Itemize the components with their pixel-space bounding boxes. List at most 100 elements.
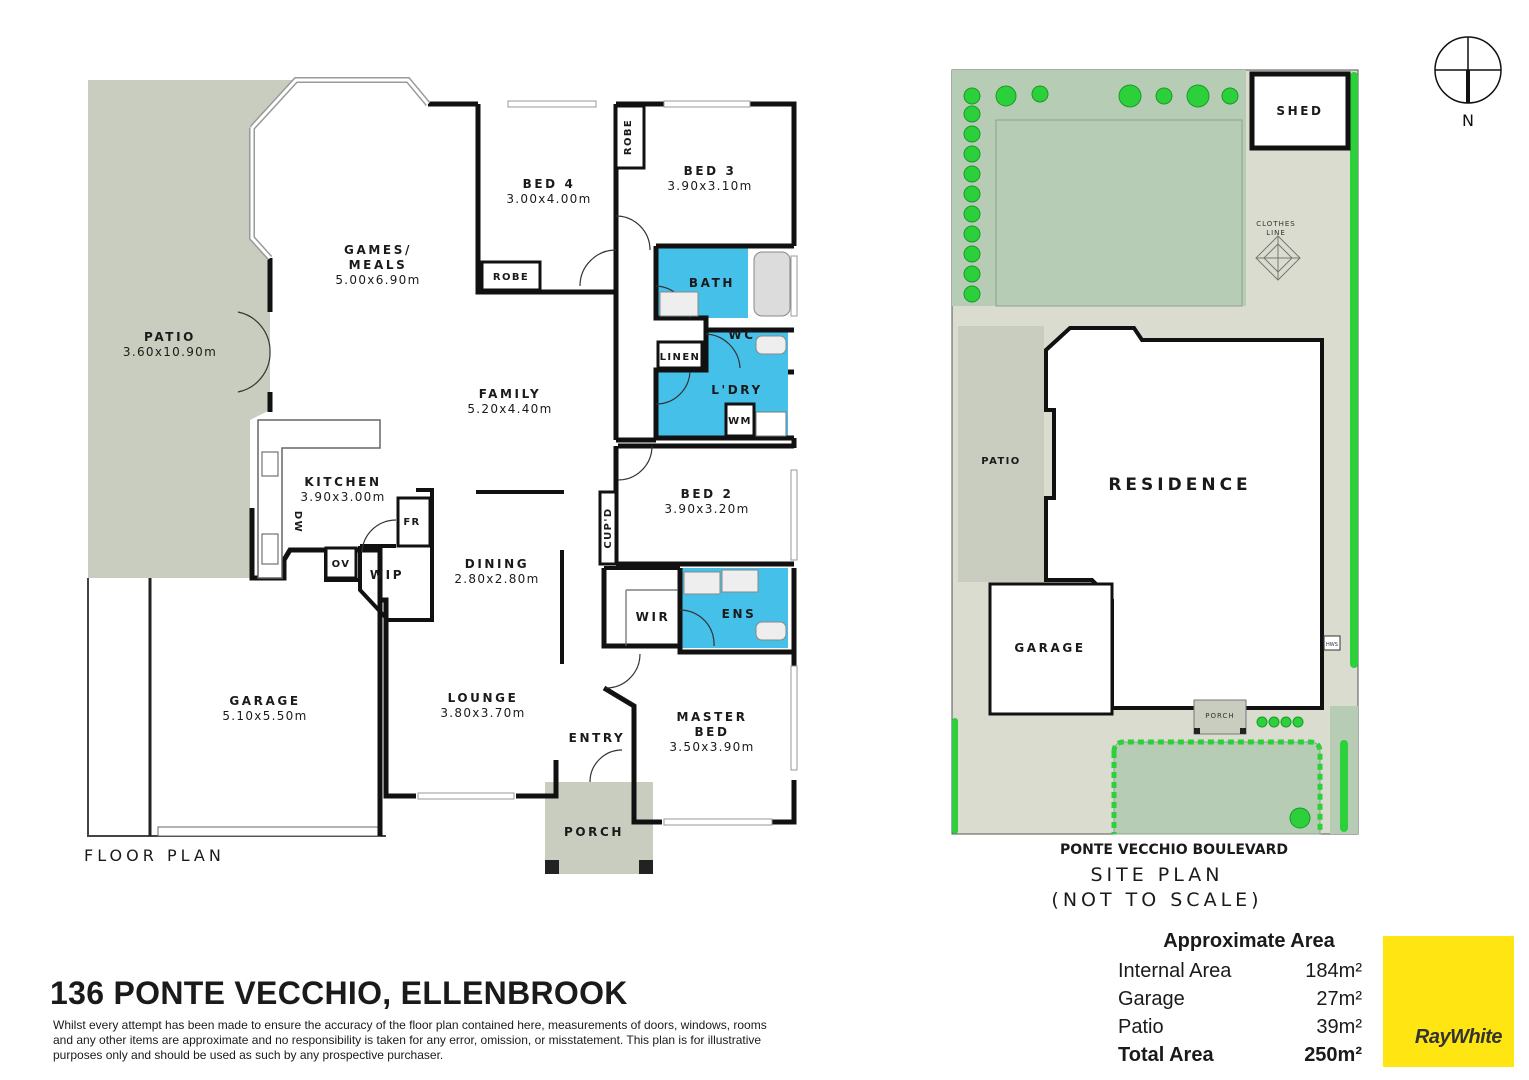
street-name: PONTE VECCHIO BOULEVARD bbox=[1060, 842, 1288, 858]
toilet-icon bbox=[755, 335, 787, 355]
porch-post bbox=[639, 860, 653, 874]
area-value: 184m² bbox=[1305, 960, 1362, 982]
room-label: GAMES/ bbox=[344, 243, 412, 257]
floor-plan-title: FLOOR PLAN bbox=[84, 846, 225, 865]
garden-edge-hedge bbox=[1111, 739, 1323, 834]
vanity-icon bbox=[721, 569, 759, 593]
area-row: Garage 27m² bbox=[1112, 985, 1362, 1013]
residence-label: RESIDENCE bbox=[1108, 475, 1251, 495]
site-patio bbox=[958, 326, 1044, 582]
bath-label: BATH bbox=[689, 276, 735, 290]
storage-boxes bbox=[324, 104, 756, 580]
site-porch bbox=[1193, 699, 1247, 735]
area-label: Patio bbox=[1118, 1016, 1164, 1038]
room-size: 3.90x3.00m bbox=[300, 490, 385, 504]
raywhite-logo: RayWhite bbox=[1383, 936, 1514, 1067]
room-label: MEALS bbox=[349, 258, 408, 272]
north-arrow-icon: N bbox=[1434, 36, 1502, 130]
cooktop-icon bbox=[261, 533, 279, 565]
front-garden bbox=[1113, 741, 1321, 835]
room-size: 3.00x4.00m bbox=[506, 192, 591, 206]
laundry-label: L'DRY bbox=[711, 383, 763, 397]
ensuite-label: ENS bbox=[722, 607, 757, 621]
fridge-label: FR bbox=[403, 517, 420, 528]
area-label: Garage bbox=[1118, 988, 1185, 1010]
room-label: LOUNGE bbox=[448, 691, 519, 705]
porch-label: PORCH bbox=[564, 825, 624, 839]
room-label: KITCHEN bbox=[304, 475, 381, 489]
doors bbox=[237, 215, 741, 783]
site-garage bbox=[988, 582, 1114, 716]
porch-post bbox=[545, 860, 559, 874]
hws-box bbox=[1323, 635, 1341, 651]
site-plan-subtitle: (NOT TO SCALE) bbox=[1051, 889, 1262, 911]
room-size: 3.50x3.90m bbox=[669, 740, 754, 754]
room-label: BED 4 bbox=[523, 177, 576, 191]
room-label: PATIO bbox=[144, 330, 196, 344]
pantry-label: WIP bbox=[370, 568, 404, 582]
floor-plan: PATIO 3.60x10.90m GAMES/ MEALS 5.00x6.90… bbox=[84, 77, 798, 874]
site-plan-title: SITE PLAN bbox=[1090, 864, 1223, 886]
area-label: Internal Area bbox=[1118, 960, 1232, 982]
room-size: 5.20x4.40m bbox=[467, 402, 552, 416]
bathtub-icon bbox=[753, 251, 791, 317]
area-summary: Approximate Area Internal Area 184m² Gar… bbox=[1112, 930, 1362, 1069]
room-label: BED 3 bbox=[684, 164, 737, 178]
lawn-inner bbox=[995, 119, 1243, 307]
disclaimer-text: Whilst every attempt has been made to en… bbox=[53, 1018, 767, 1062]
room-label: FAMILY bbox=[479, 387, 542, 401]
area-title: Approximate Area bbox=[1163, 930, 1335, 952]
shower-icon bbox=[683, 571, 721, 595]
boundary-hedge bbox=[952, 72, 1358, 834]
area-row: Internal Area 184m² bbox=[1112, 957, 1362, 985]
entry-label: ENTRY bbox=[569, 731, 626, 745]
property-address: 136 PONTE VECCHIO, ELLENBROOK bbox=[50, 975, 628, 1011]
toilet-icon bbox=[755, 621, 787, 641]
hedges bbox=[963, 84, 1311, 829]
shed-label: SHED bbox=[1276, 104, 1323, 118]
room-size: 5.00x6.90m bbox=[335, 273, 420, 287]
logo-text: RayWhite bbox=[1414, 1026, 1503, 1048]
robe-label: ROBE bbox=[493, 272, 529, 283]
site-patio-label: PATIO bbox=[981, 456, 1020, 467]
site-garage-label: GARAGE bbox=[1014, 641, 1085, 655]
room-size: 2.80x2.80m bbox=[454, 572, 539, 586]
area-value: 39m² bbox=[1316, 1016, 1362, 1038]
shower-icon bbox=[659, 291, 699, 317]
room-size: 3.90x3.20m bbox=[664, 502, 749, 516]
sink-icon bbox=[261, 451, 279, 477]
room-label: BED 2 bbox=[681, 487, 734, 501]
garage-door bbox=[157, 826, 381, 837]
cupboard-label: CUP'D bbox=[603, 507, 614, 548]
room-label: GARAGE bbox=[229, 694, 300, 708]
wm-label: WM bbox=[728, 416, 752, 427]
north-label: N bbox=[1462, 111, 1474, 130]
area-total-row: Total Area 250m² bbox=[1112, 1041, 1362, 1069]
shed bbox=[1249, 71, 1351, 151]
linen-label: LINEN bbox=[660, 352, 701, 363]
dishwasher-label: DW bbox=[292, 511, 303, 533]
area-value: 27m² bbox=[1316, 988, 1362, 1010]
area-total-label: Total Area bbox=[1118, 1044, 1214, 1066]
residence bbox=[1044, 326, 1324, 710]
site-plan: SHED CLOTHES LINE PATIO RESIDENCE GARAGE… bbox=[951, 36, 1502, 911]
robe-label: ROBE bbox=[623, 119, 634, 155]
area-total-value: 250m² bbox=[1304, 1044, 1362, 1066]
room-size: 5.10x5.50m bbox=[222, 709, 307, 723]
room-size: 3.60x10.90m bbox=[123, 345, 217, 359]
room-size: 3.80x3.70m bbox=[440, 706, 525, 720]
area-row: Patio 39m² bbox=[1112, 1013, 1362, 1041]
wc-label: WC bbox=[728, 328, 755, 342]
patio-area bbox=[88, 80, 296, 578]
clothes-line-label: LINE bbox=[1266, 229, 1286, 237]
oven-label: OV bbox=[332, 559, 351, 570]
room-label: MASTER bbox=[676, 710, 747, 724]
room-label: BED bbox=[694, 725, 729, 739]
wir-label: WIR bbox=[636, 610, 671, 624]
room-size: 3.90x3.10m bbox=[667, 179, 752, 193]
site-porch-label: PORCH bbox=[1205, 712, 1234, 720]
kitchen-bench bbox=[257, 419, 381, 579]
bay-window bbox=[249, 128, 273, 261]
interior-walls bbox=[324, 488, 680, 664]
